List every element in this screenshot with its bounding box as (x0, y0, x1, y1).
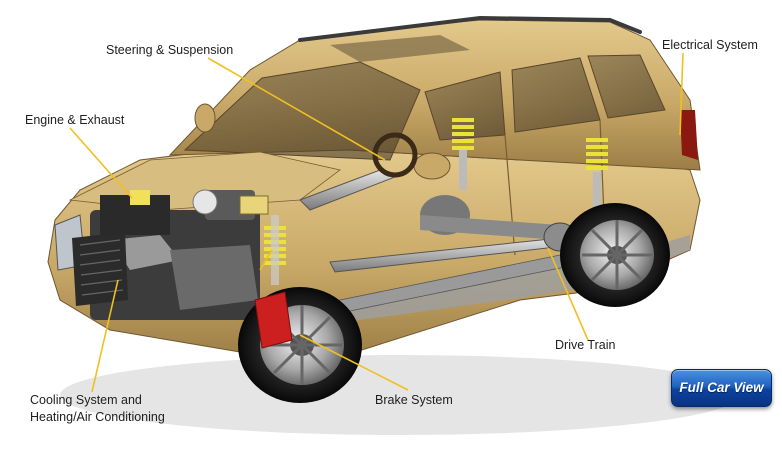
rear-spring-right (586, 138, 608, 212)
engine-block (90, 189, 269, 320)
rear-differential (420, 195, 577, 252)
leader-steering (207, 57, 386, 161)
leader-engine (69, 127, 133, 199)
callout-drive-train[interactable]: Drive Train (555, 338, 616, 352)
brake-caliper (254, 291, 293, 349)
callout-engine-exhaust[interactable]: Engine & Exhaust (25, 113, 125, 127)
ground-shadow (60, 355, 740, 435)
rear-wheel (560, 203, 670, 307)
callout-brake-system[interactable]: Brake System (375, 393, 453, 407)
callout-cooling-system[interactable]: Cooling System and Heating/Air Condition… (30, 392, 165, 426)
leader-drivetrain (547, 247, 589, 341)
leader-brake (299, 334, 409, 391)
rear-spring-left (452, 118, 474, 190)
callout-steering-suspension[interactable]: Steering & Suspension (106, 43, 234, 57)
leader-electrical (679, 52, 684, 136)
leader-front-spring (259, 249, 273, 271)
radiator (72, 232, 128, 306)
callout-leader-lines (69, 52, 684, 393)
front-wheel (238, 287, 362, 403)
full-car-view-button[interactable]: Full Car View (671, 369, 772, 407)
callout-cooling-line2: Heating/Air Conditioning (30, 410, 165, 424)
front-spring (264, 215, 286, 285)
leader-cooling (91, 279, 119, 393)
callout-electrical-system[interactable]: Electrical System (662, 38, 758, 52)
callout-cooling-line1: Cooling System and (30, 393, 142, 407)
